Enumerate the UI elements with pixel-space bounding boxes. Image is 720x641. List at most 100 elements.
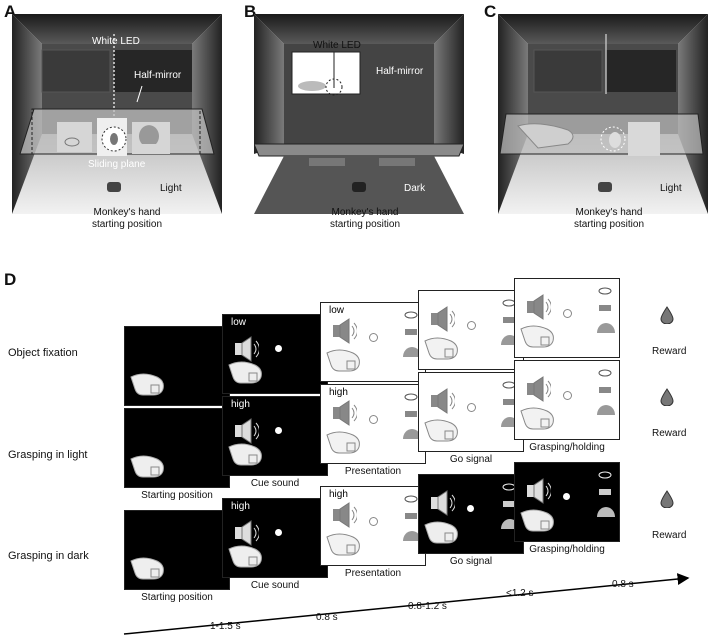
label-light-a: Light — [160, 183, 182, 194]
speaker-icon — [429, 305, 456, 338]
fixation-dot — [369, 517, 378, 526]
monkey-hand-icon — [423, 517, 463, 552]
speaker-icon — [429, 489, 456, 522]
task-frame-r1-c3: low — [320, 302, 426, 382]
objects-icon — [395, 493, 421, 560]
timeline-arrow — [123, 573, 690, 635]
frame-caption: Cue sound — [250, 478, 300, 489]
task-frame-r3-c4 — [418, 474, 524, 554]
panel-letter-b: B — [244, 2, 257, 21]
task-frame-r1-c1 — [124, 326, 230, 406]
fixation-dot — [467, 403, 476, 412]
apparatus-diagram-a — [12, 14, 222, 226]
label-hand-line2-a: starting position — [91, 219, 163, 230]
speaker-icon — [331, 399, 358, 432]
reward-drop-icon — [660, 306, 674, 329]
frame-caption: Presentation — [344, 568, 402, 579]
fixation-dot — [275, 345, 282, 352]
reward-drop-icon — [660, 388, 674, 411]
monkey-hand-icon — [129, 553, 169, 588]
reward-label: Reward — [652, 530, 687, 541]
objects-icon — [589, 367, 615, 434]
speaker-icon — [233, 519, 260, 552]
monkey-hand-icon — [519, 321, 559, 356]
speaker-icon — [525, 477, 552, 510]
task-frame-r3-c5 — [514, 462, 620, 542]
label-dark-b: Dark — [404, 183, 426, 194]
label-hand-line2-b: starting position — [329, 219, 401, 230]
label-hand-line2-c: starting position — [573, 219, 645, 230]
label-half-mirror-b: Half-mirror — [376, 66, 424, 77]
presentation-word: low — [329, 305, 345, 316]
label-sliding-plane: Sliding plane — [88, 159, 146, 170]
fixation-dot — [563, 493, 570, 500]
row-label-grasping-light: Grasping in light — [8, 449, 88, 461]
fixation-dot — [467, 505, 474, 512]
panel-letter-d: D — [4, 270, 17, 289]
fixation-dot — [563, 309, 572, 318]
objects-icon — [395, 309, 421, 376]
task-frame-r2-c4 — [418, 372, 524, 452]
speaker-icon — [331, 501, 358, 534]
fixation-dot — [275, 427, 282, 434]
row-label-grasping-dark: Grasping in dark — [8, 550, 89, 562]
reward-label: Reward — [652, 346, 687, 357]
speaker-icon — [233, 335, 260, 368]
task-frame-r2-c2: high — [222, 396, 328, 476]
label-hand-line1-b: Monkey's hand — [331, 207, 399, 218]
presentation-word: high — [329, 489, 348, 500]
apparatus-diagram-c — [498, 14, 708, 226]
task-frame-r2-c5 — [514, 360, 620, 440]
label-light-c: Light — [660, 183, 682, 194]
task-frame-r2-c1 — [124, 408, 230, 488]
task-frame-r3-c2: high — [222, 498, 328, 578]
panel-letter-c: C — [484, 2, 497, 21]
speaker-icon — [429, 387, 456, 420]
frame-caption: Go signal — [449, 556, 493, 567]
reward-drop-icon — [660, 490, 674, 513]
speaker-icon — [331, 317, 358, 350]
apparatus-diagram-b — [254, 14, 464, 226]
monkey-hand-icon — [519, 403, 559, 438]
cue-word: high — [231, 399, 250, 410]
monkey-hand-icon — [129, 451, 169, 486]
objects-icon — [589, 469, 615, 536]
frame-caption: Grasping/holding — [529, 442, 605, 453]
monkey-hand-icon — [227, 357, 267, 392]
fixation-dot — [369, 333, 378, 342]
task-frame-r1-c4 — [418, 290, 524, 370]
monkey-hand-icon — [423, 333, 463, 368]
cue-word: low — [231, 317, 247, 328]
row-label-object-fixation: Object fixation — [8, 347, 78, 359]
fixation-dot — [369, 415, 378, 424]
frame-caption: Go signal — [449, 454, 493, 465]
task-frame-r1-c2: low — [222, 314, 328, 394]
objects-icon — [395, 391, 421, 458]
fixation-dot — [467, 321, 476, 330]
presentation-word: high — [329, 387, 348, 398]
frame-caption: Starting position — [141, 490, 213, 501]
timeline-label-3: 0.8-1.2 s — [408, 601, 447, 612]
monkey-hand-icon — [325, 345, 365, 380]
task-frame-r1-c5 — [514, 278, 620, 358]
frame-caption: Starting position — [141, 592, 213, 603]
fixation-dot — [275, 529, 282, 536]
task-frame-r3-c1 — [124, 510, 230, 590]
timeline-label-2: 0.8 s — [316, 612, 338, 623]
label-hand-line1-a: Monkey's hand — [93, 207, 161, 218]
monkey-hand-icon — [227, 541, 267, 576]
timeline-label-5: 0.8 s — [612, 579, 634, 590]
objects-icon — [589, 285, 615, 352]
speaker-icon — [525, 375, 552, 408]
task-frame-r3-c3: high — [320, 486, 426, 566]
monkey-hand-icon — [423, 415, 463, 450]
frame-caption: Presentation — [344, 466, 402, 477]
task-frame-r2-c3: high — [320, 384, 426, 464]
fixation-dot — [563, 391, 572, 400]
speaker-icon — [525, 293, 552, 326]
speaker-icon — [233, 417, 260, 450]
cue-word: high — [231, 501, 250, 512]
label-half-mirror-a: Half-mirror — [134, 70, 182, 81]
frame-caption: Grasping/holding — [529, 544, 605, 555]
label-white-led-b: White LED — [313, 40, 361, 51]
